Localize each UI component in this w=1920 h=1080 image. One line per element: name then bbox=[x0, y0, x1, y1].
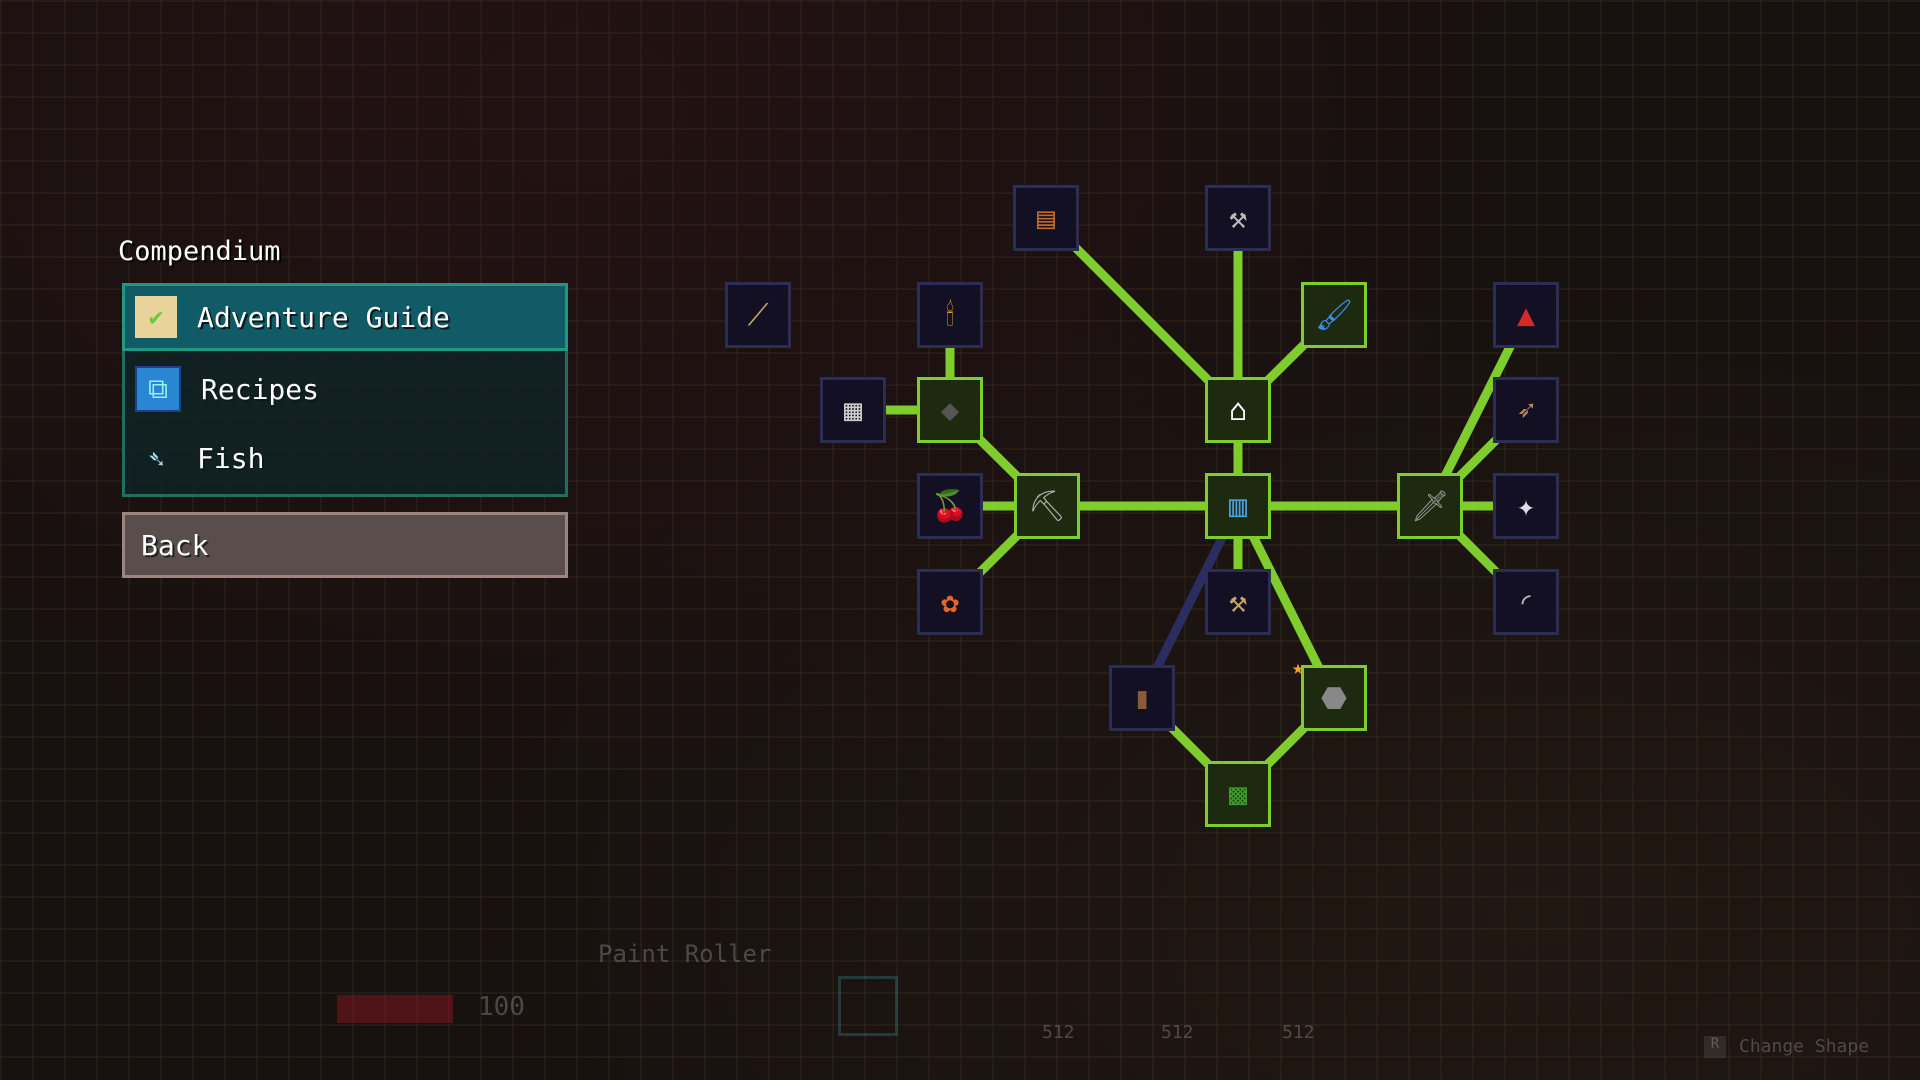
tree-node-dirt-block[interactable]: ▩ bbox=[1205, 761, 1271, 827]
menu-item-label: Recipes bbox=[201, 372, 320, 406]
change-shape-hint: Change Shape bbox=[1739, 1036, 1870, 1057]
tree-node-stone[interactable]: ⬣ bbox=[1301, 665, 1367, 731]
tree-node-wood[interactable]: ▮ bbox=[1109, 665, 1175, 731]
key-hint-icon: R bbox=[1704, 1036, 1726, 1058]
crafting-table-icon: ▤ bbox=[1036, 200, 1056, 236]
tree-node-pickaxe[interactable]: ⛏ bbox=[1014, 473, 1080, 539]
stone-icon: ⬣ bbox=[1320, 680, 1348, 716]
dirt-block-icon: ▩ bbox=[1228, 776, 1248, 812]
tree-node-hammer-2[interactable]: ⚒ bbox=[1205, 569, 1271, 635]
stack-count: 512 bbox=[1282, 1022, 1315, 1043]
tree-node-berry[interactable]: 🍒 bbox=[917, 473, 983, 539]
fish-icon: ➴ bbox=[147, 441, 165, 475]
boomerang-icon: ◜ bbox=[1516, 584, 1536, 620]
hotbar-selected-slot[interactable] bbox=[838, 976, 898, 1036]
tree-node-hammer[interactable]: ⚒ bbox=[1205, 185, 1271, 251]
tree-node-shuriken[interactable]: ✦ bbox=[1493, 473, 1559, 539]
tree-node-coal[interactable]: ◆ bbox=[917, 377, 983, 443]
health-value: 100 bbox=[478, 992, 525, 1022]
new-star-icon: ★ bbox=[1292, 655, 1305, 679]
held-item-name: Paint Roller bbox=[598, 940, 772, 968]
tree-node-bow[interactable]: ➶ bbox=[1493, 377, 1559, 443]
fishing-rod-icon: ⟋ bbox=[747, 297, 769, 333]
coal-icon: ◆ bbox=[940, 392, 960, 428]
hammer-2-icon: ⚒ bbox=[1228, 584, 1248, 620]
stack-count: 512 bbox=[1161, 1022, 1194, 1043]
workbench-icon: ▥ bbox=[1228, 488, 1248, 524]
furnace-icon: ▦ bbox=[843, 392, 863, 428]
menu-item-fish[interactable]: ➴ Fish bbox=[125, 424, 565, 492]
tree-node-workbench[interactable]: ▥ bbox=[1205, 473, 1271, 539]
health-bar bbox=[337, 995, 453, 1023]
menu-item-label: Fish bbox=[197, 441, 265, 475]
stack-count: 512 bbox=[1042, 1022, 1075, 1043]
recipes-icon: ⧉ bbox=[135, 366, 181, 412]
menu-panel: ✔ Adventure Guide ⧉ Recipes ➴ Fish bbox=[122, 283, 568, 497]
menu-item-recipes[interactable]: ⧉ Recipes bbox=[125, 355, 565, 423]
tree-node-flower[interactable]: ✿ bbox=[917, 569, 983, 635]
tree-node-helmet[interactable]: ▲ bbox=[1493, 282, 1559, 348]
tree-node-paint-brush[interactable]: 🖌 bbox=[1301, 282, 1367, 348]
menu-item-label: Adventure Guide bbox=[197, 300, 450, 334]
berry-icon: 🍒 bbox=[931, 488, 969, 524]
house-icon: ⌂ bbox=[1228, 392, 1248, 428]
hammer-icon: ⚒ bbox=[1228, 200, 1248, 236]
pickaxe-icon: ⛏ bbox=[1027, 488, 1067, 524]
wood-icon: ▮ bbox=[1132, 680, 1152, 716]
shuriken-icon: ✦ bbox=[1516, 488, 1536, 524]
helmet-icon: ▲ bbox=[1516, 297, 1536, 333]
bow-icon: ➶ bbox=[1516, 392, 1536, 428]
book-icon: ✔ bbox=[135, 296, 177, 338]
torch-icon: 🕯 bbox=[945, 297, 955, 333]
menu-item-adventure-guide[interactable]: ✔ Adventure Guide bbox=[122, 283, 568, 351]
tree-node-crafting-table[interactable]: ▤ bbox=[1013, 185, 1079, 251]
tree-node-furnace[interactable]: ▦ bbox=[820, 377, 886, 443]
flower-icon: ✿ bbox=[940, 584, 960, 620]
tree-node-sword[interactable]: 🗡 bbox=[1397, 473, 1463, 539]
tree-node-house[interactable]: ⌂ bbox=[1205, 377, 1271, 443]
tree-node-fishing-rod[interactable]: ⟋ bbox=[725, 282, 791, 348]
back-button[interactable]: Back bbox=[122, 512, 568, 578]
tree-node-torch[interactable]: 🕯 bbox=[917, 282, 983, 348]
sword-icon: 🗡 bbox=[1410, 488, 1450, 524]
menu-title: Compendium bbox=[118, 236, 281, 267]
paint-brush-icon: 🖌 bbox=[1314, 297, 1354, 333]
tree-node-boomerang[interactable]: ◜ bbox=[1493, 569, 1559, 635]
